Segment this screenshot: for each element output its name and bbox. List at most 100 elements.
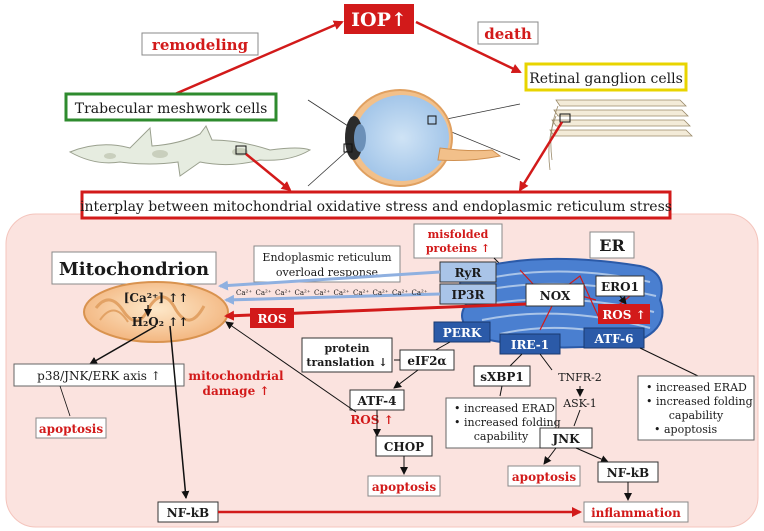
er-overload-node: Endoplasmic reticulum overload response [253,245,401,283]
ire-apoptosis-node: apoptosis [507,465,581,487]
protein-line2: translation ↓ [306,356,387,369]
iop-label: IOP↑ [351,9,407,31]
arrow-mito-to-p38 [89,325,157,365]
ire1-node: IRE-1 [499,333,561,355]
chop-node: CHOP [375,435,433,457]
protein-translation-node: protein translation ↓ [301,337,393,373]
ero1-label: ERO1 [601,280,639,294]
mito-nfkb-node: NF-kB [157,501,219,523]
arrow-jnk-to-apoptosis [543,447,557,465]
ca-ion-label: Ca²⁺ [314,289,330,297]
atf4-label: ATF-4 [357,394,397,408]
atf6-bullet3: capability [669,409,724,422]
arrow-rgc-to-interplay [518,121,564,192]
ca-ion-label: Ca²⁺ [295,289,311,297]
mito-ca-label: [Ca²⁺] ↑↑ [124,291,189,305]
eif2a-label: eIF2α [407,354,446,368]
chop-label: CHOP [384,440,424,454]
trabecular-label: Trabecular meshwork cells [75,101,268,117]
ca-ion-label: Ca²⁺ [392,289,408,297]
mito-h2o2-label: H₂O₂ ↑↑ [132,315,189,329]
rgc-node: Retinal ganglion cells [524,62,688,92]
mitochondrion-title: Mitochondrion [59,259,209,280]
arrow-ero1-to-ros [618,295,627,305]
arrow-eif2a-to-atf4 [393,369,419,389]
ire-nfkb-node: NF-kB [597,461,659,483]
line-ask1-to-jnk [573,409,581,427]
mito-nfkb-label: NF-kB [167,506,209,520]
rgc-drawing [548,99,693,171]
ca-ion-row: Ca²⁺Ca²⁺Ca²⁺Ca²⁺Ca²⁺Ca²⁺Ca²⁺Ca²⁺Ca²⁺Ca²⁺ [236,289,428,297]
jnk-label: JNK [551,432,580,446]
atf6-bullet4: • apoptosis [654,423,717,436]
er-ros-node: ROS ↑ [598,304,650,324]
ero1-node: ERO1 [595,275,645,297]
ca-ion-label: Ca²⁺ [236,289,252,297]
atf4-node: ATF-4 [349,389,405,411]
ire-bullet3: capability [474,430,529,443]
ca-ion-label: Ca²⁺ [275,289,291,297]
arrow-ryr-to-mito [218,270,441,291]
ire-outcomes-node: • increased ERAD • increased folding cap… [445,397,561,449]
misfolded-line2: proteins ↑ [426,242,490,255]
er-overload-line2: overload response [276,266,378,279]
ire-bullet1: • increased ERAD [454,402,555,415]
death-node: death [477,21,539,45]
perk-ros-label: ROS ↑ [350,413,393,427]
ire1-label: IRE-1 [511,338,549,352]
tnfr2-label: TNFR-2 [558,371,602,384]
er-overload-line1: Endoplasmic reticulum [262,251,392,264]
arrow-ip3r-to-mito [224,292,441,305]
iop-node: IOP↑ [344,4,414,34]
inflammation-label: inflammation [591,506,681,520]
arrow-tm-to-interplay [245,153,292,192]
mitochondrion-title-node: Mitochondrion [51,251,217,285]
er-ros-label: ROS ↑ [602,308,645,322]
mito-apoptosis-label: apoptosis [39,422,103,436]
interplay-label-front: interplay between mitochondrial oxidativ… [80,199,672,215]
xbp1-label: sXBP1 [480,370,524,384]
ryr-label: RyR [455,266,483,280]
nox-label: NOX [540,289,571,303]
ca-ion-label: Ca²⁺ [256,289,272,297]
arrow-iop-to-rgc [415,20,522,74]
perk-label: PERK [443,326,482,340]
ip3r-node: IP3R [439,283,497,305]
perk-node: PERK [433,321,491,343]
ryr-node: RyR [439,261,497,283]
xbp1-node: sXBP1 [473,365,531,387]
atf6-node: ATF-6 [583,327,645,349]
ire-apoptosis-label: apoptosis [512,470,576,484]
perk-apoptosis-node: apoptosis [367,475,441,497]
atf6-outcomes-node: • increased ERAD • increased folding cap… [637,375,755,441]
inflammation-node: inflammation [583,501,689,523]
p38-node: p38/JNK/ERK axis ↑ [13,363,185,387]
er-title-node: ER [589,231,635,259]
remodeling-node: remodeling [141,32,259,56]
mito-damage-line1: mitochondrial [188,369,284,383]
death-label: death [484,25,532,43]
trabecular-node: Trabecular meshwork cells [64,92,278,122]
rgc-label: Retinal ganglion cells [529,71,683,87]
line-ire1-to-tnfr2 [539,353,553,371]
ire-bullet2: • increased folding [454,416,561,429]
jnk-node: JNK [539,427,593,449]
remodeling-label: remodeling [152,36,249,54]
line-atf6-to-outcomes [639,347,699,377]
atf6-bullet1: • increased ERAD [646,381,747,394]
arrow-ros-to-mito [225,321,357,413]
ca-ion-label: Ca²⁺ [334,289,350,297]
perk-apoptosis-label: apoptosis [372,480,436,494]
trabecular-cell-drawing [68,125,312,177]
er-title: ER [599,236,625,255]
line-p38-to-apoptosis [59,385,71,417]
line-ire1-to-xbp1 [509,353,523,367]
arrow-tm-to-iop [174,20,344,96]
p38-label: p38/JNK/ERK axis ↑ [37,369,161,383]
nox-node: NOX [525,283,585,307]
line-xbp1-to-bullets [499,385,503,397]
ca-ion-label: Ca²⁺ [353,289,369,297]
ros-box-node: ROS [250,308,294,328]
mito-apoptosis-node: apoptosis [35,417,107,439]
